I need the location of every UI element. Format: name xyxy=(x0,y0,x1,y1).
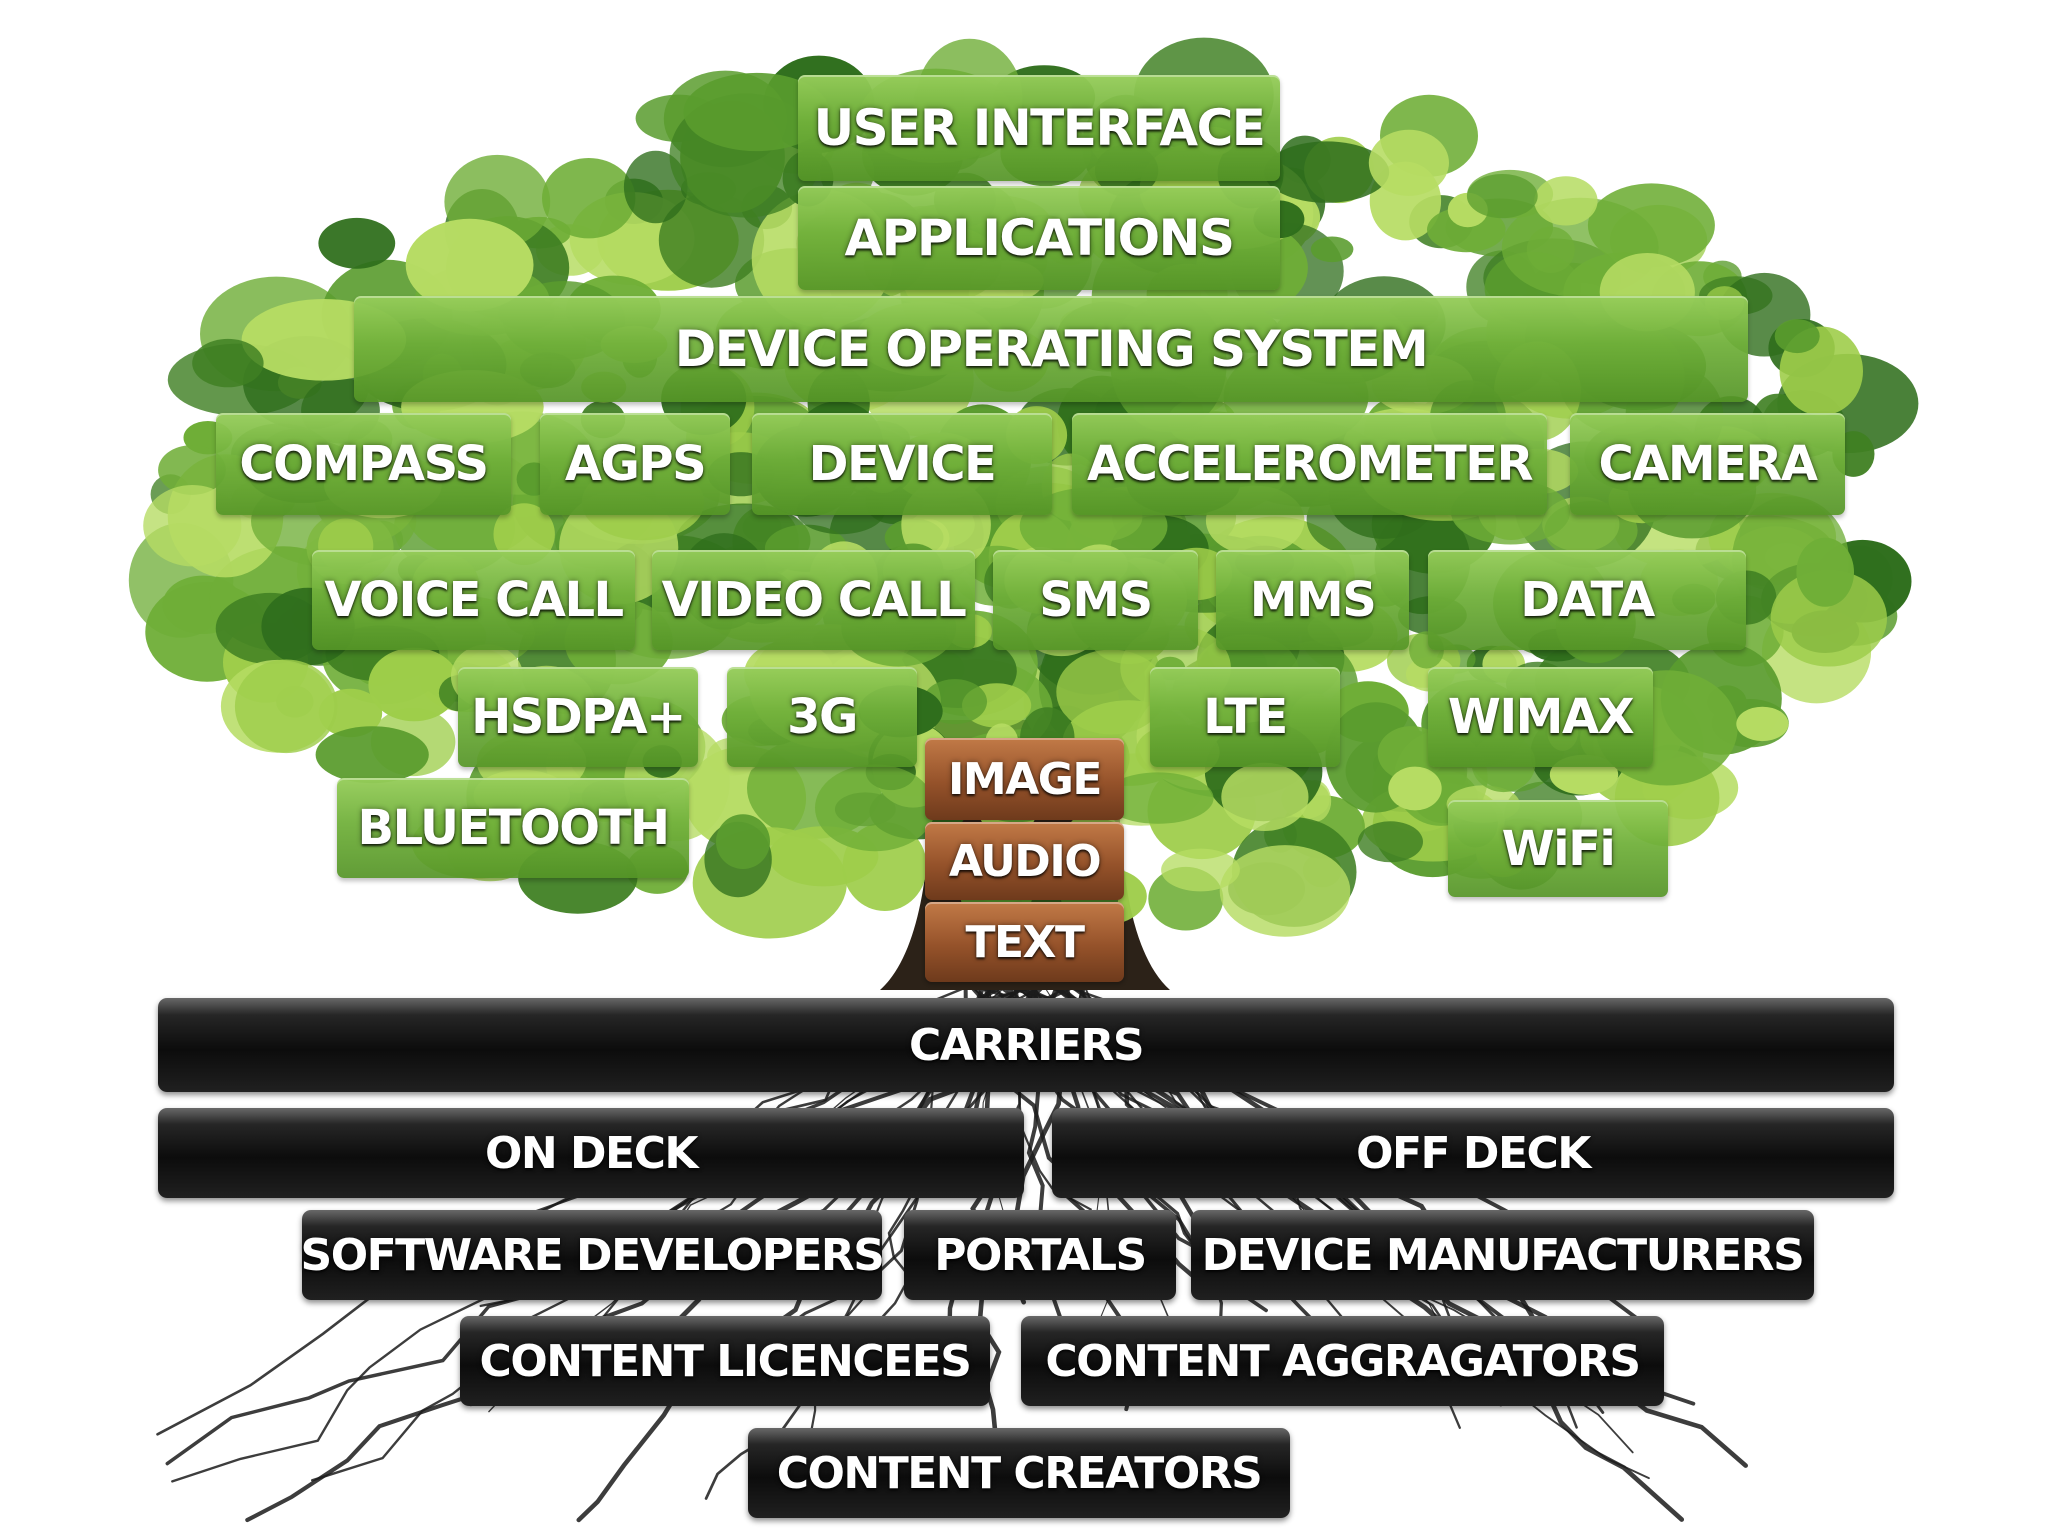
leaf-cluster xyxy=(1770,569,1888,667)
leaf-cluster xyxy=(1264,141,1390,203)
leaf-cluster xyxy=(1310,236,1354,263)
leaf-cluster xyxy=(1534,176,1598,226)
mms-box: MMS xyxy=(1216,550,1409,650)
audio-box: AUDIO xyxy=(925,822,1124,900)
leaf-cluster xyxy=(1219,845,1351,937)
data-box: DATA xyxy=(1428,550,1746,650)
video-call-box: VIDEO CALL xyxy=(652,550,975,650)
leaf-cluster xyxy=(1526,226,1575,273)
leaf-cluster xyxy=(318,217,396,269)
leaf-cluster xyxy=(405,218,534,312)
user-interface-box: USER INTERFACE xyxy=(798,75,1280,181)
bluetooth-box: BLUETOOTH xyxy=(337,778,689,878)
leaf-cluster xyxy=(542,158,636,239)
leaf-cluster xyxy=(1388,766,1442,811)
leaf-cluster xyxy=(1774,319,1820,354)
content-licencees-box: CONTENT LICENCEES xyxy=(460,1316,990,1406)
device-manufacturers-box: DEVICE MANUFACTURERS xyxy=(1191,1210,1814,1300)
leaf-cluster xyxy=(1357,821,1423,863)
leaf-cluster xyxy=(815,764,936,852)
accelerometer-box: ACCELEROMETER xyxy=(1072,413,1547,515)
image-box: IMAGE xyxy=(925,738,1124,820)
off-deck-box: OFF DECK xyxy=(1052,1108,1894,1198)
compass-box: COMPASS xyxy=(216,413,511,515)
3g-box: 3G xyxy=(727,667,917,767)
leaf-cluster xyxy=(1102,772,1214,824)
wifi-box: WiFi xyxy=(1448,800,1668,897)
leaf-cluster xyxy=(1736,706,1789,742)
on-deck-box: ON DECK xyxy=(158,1108,1024,1198)
leaf-cluster xyxy=(1466,174,1538,219)
device-box: DEVICE xyxy=(752,413,1052,515)
leaf-cluster xyxy=(493,503,555,566)
leaf-cluster xyxy=(1368,129,1449,196)
leaf-cluster xyxy=(192,338,264,388)
leaf-cluster xyxy=(683,72,830,152)
content-creators-box: CONTENT CREATORS xyxy=(748,1428,1290,1518)
leaf-cluster xyxy=(158,445,226,495)
leaf-cluster xyxy=(1056,649,1167,735)
portals-box: PORTALS xyxy=(904,1210,1176,1300)
leaf-cluster xyxy=(234,659,338,754)
software-developers-box: SOFTWARE DEVELOPERS xyxy=(301,1210,885,1300)
camera-box: CAMERA xyxy=(1570,413,1845,515)
voice-call-box: VOICE CALL xyxy=(312,550,635,650)
leaf-cluster xyxy=(1221,762,1309,832)
content-aggragators-box: CONTENT AGGRAGATORS xyxy=(1021,1316,1664,1406)
device-operating-system-box: DEVICE OPERATING SYSTEM xyxy=(354,296,1748,402)
applications-box: APPLICATIONS xyxy=(798,186,1280,290)
leaf-cluster xyxy=(1796,537,1854,607)
sms-box: SMS xyxy=(993,550,1198,650)
leaf-cluster xyxy=(368,647,460,722)
text-box: TEXT xyxy=(925,902,1124,982)
leaf-cluster xyxy=(1427,207,1506,253)
carriers-box: CARRIERS xyxy=(158,998,1894,1092)
leaf-cluster xyxy=(315,726,429,784)
lte-box: LTE xyxy=(1150,667,1340,767)
leaf-cluster xyxy=(716,814,770,869)
agps-box: AGPS xyxy=(540,413,730,515)
wimax-box: WIMAX xyxy=(1428,667,1653,767)
leaf-cluster xyxy=(1161,848,1240,892)
hsdpa-plus-box: HSDPA+ xyxy=(458,667,698,767)
